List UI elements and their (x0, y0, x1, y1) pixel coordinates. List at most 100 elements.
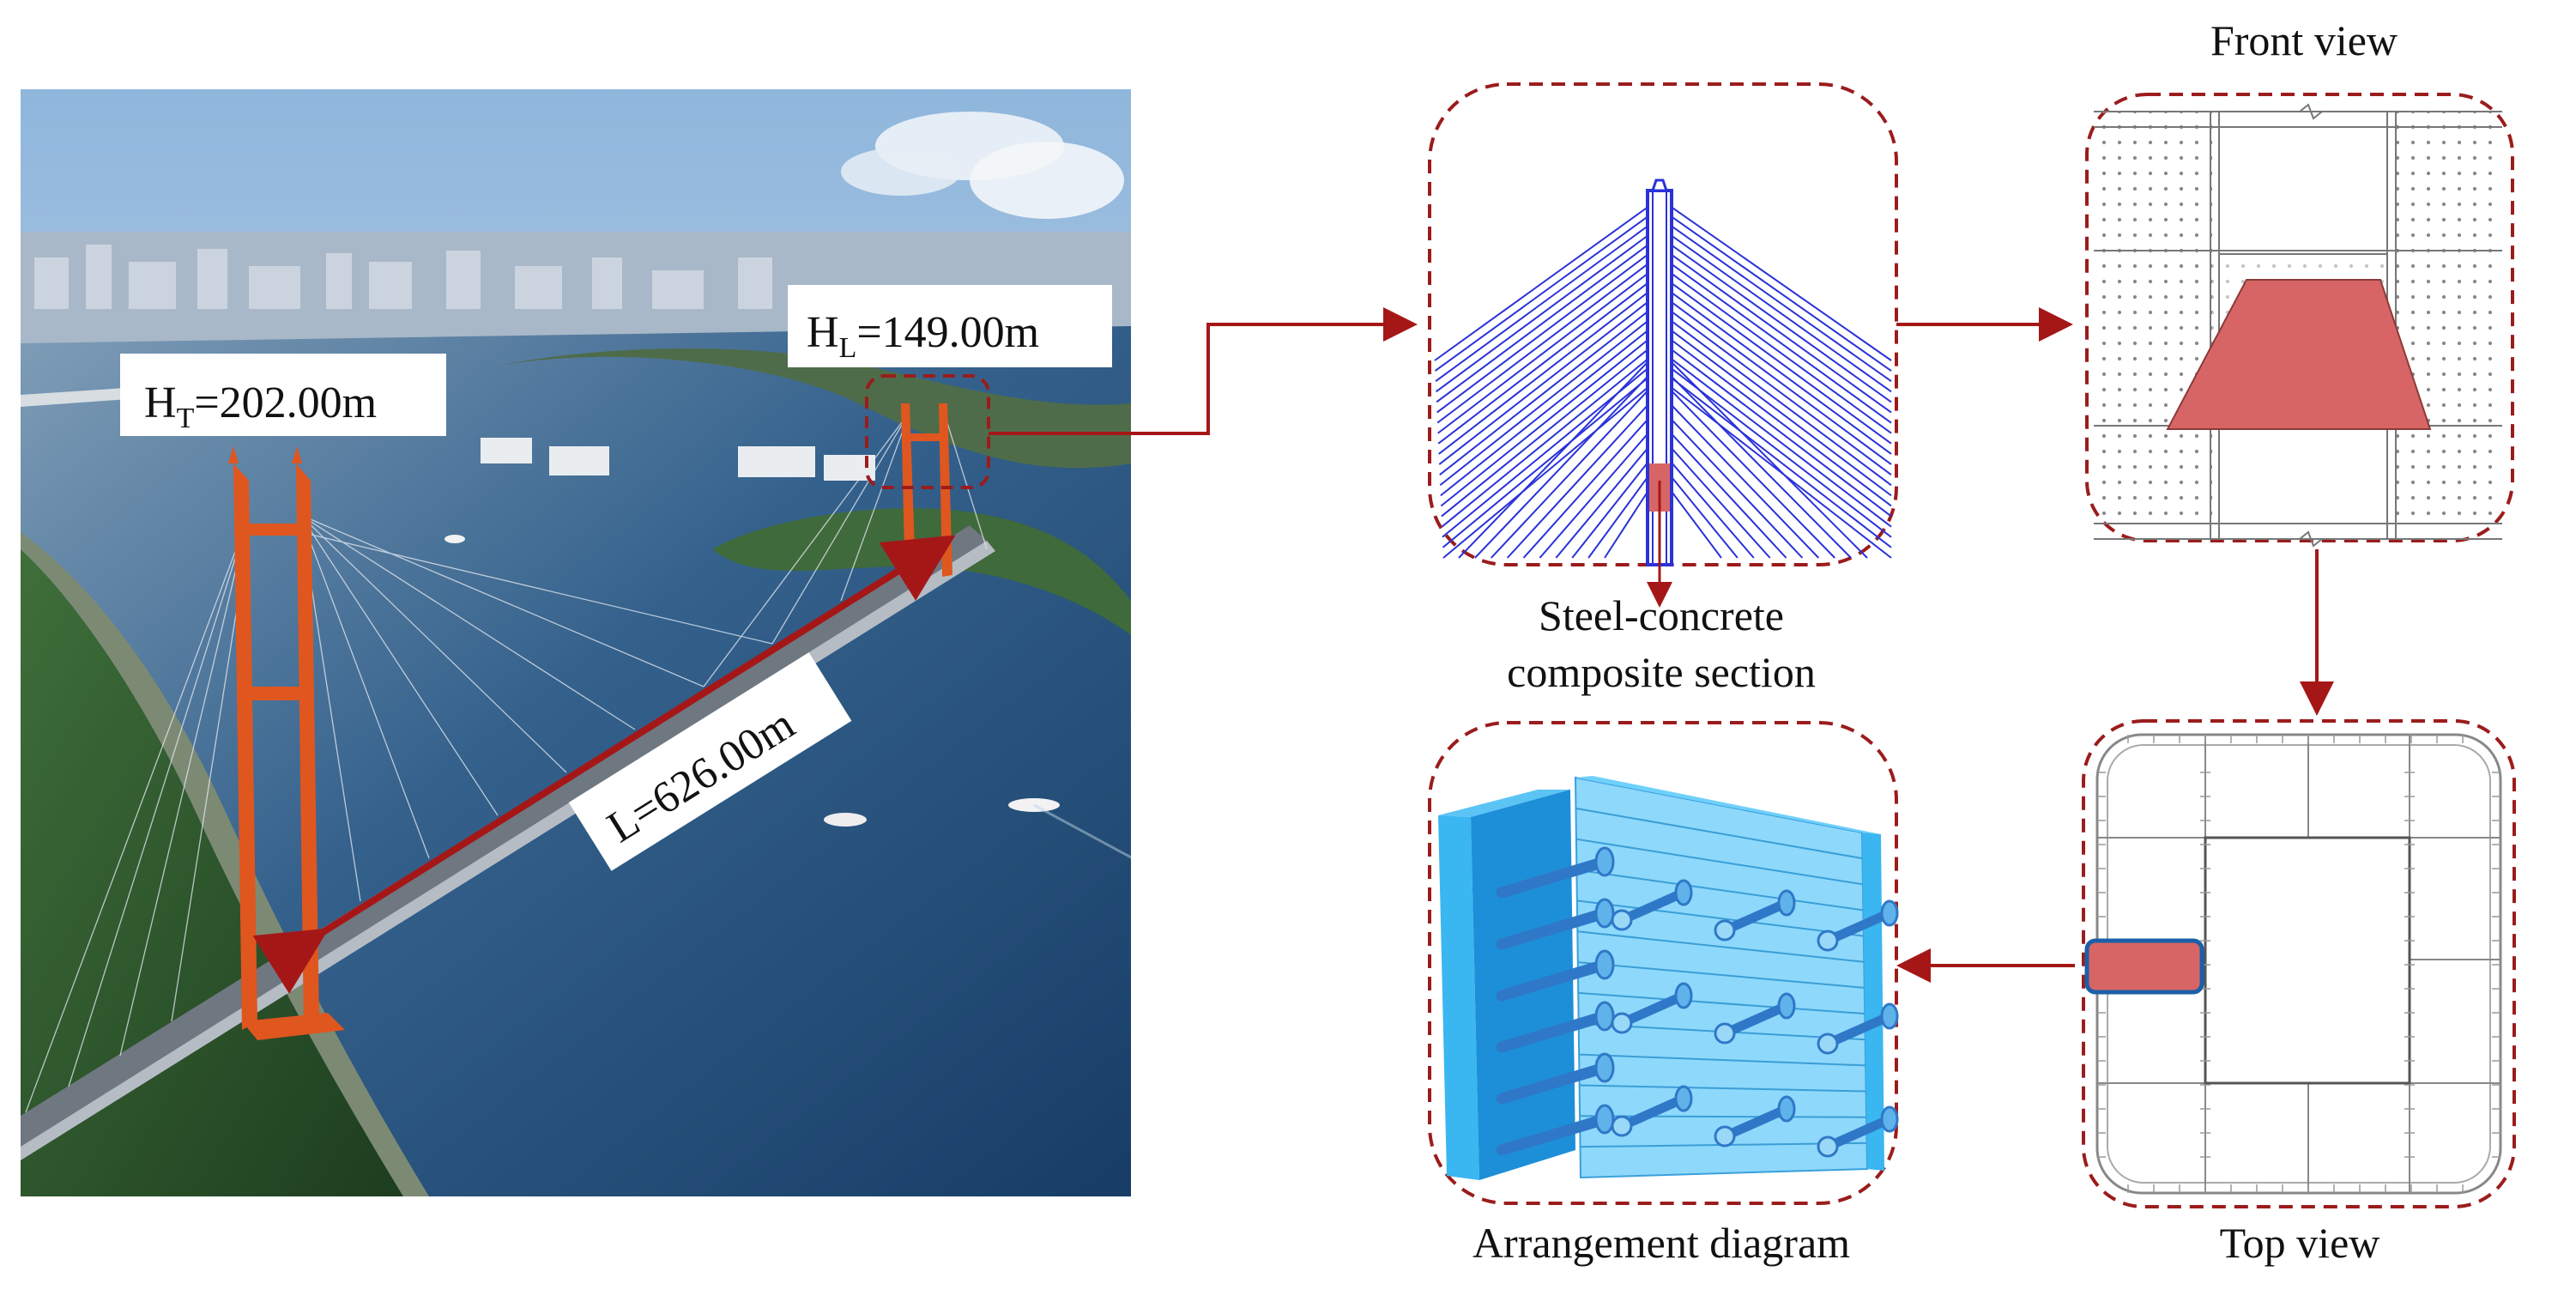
stud-head (1777, 992, 1796, 1020)
stud-head (1880, 1105, 1899, 1133)
stay-cable-left (1434, 205, 1650, 361)
stay-cable-right (1669, 388, 1835, 559)
section-panel (1428, 82, 1898, 608)
stud-head (1777, 1095, 1796, 1123)
shear-stud (1720, 1104, 1792, 1142)
stud-head (1817, 930, 1839, 952)
shear-stud (1823, 1114, 1895, 1152)
stay-cable-right (1669, 205, 1892, 361)
stay-cable-left (1458, 360, 1650, 559)
stay-cable-left (1604, 488, 1650, 559)
shear-stud (1720, 1001, 1792, 1039)
stay-cable-right (1669, 300, 1892, 465)
stay-cable-left (1437, 271, 1650, 434)
stud-head (1611, 909, 1633, 931)
stay-cable-right (1669, 403, 1820, 559)
label-subscript: L (839, 332, 857, 364)
stay-cable-left (1571, 460, 1650, 559)
shear-stud (1496, 907, 1611, 950)
stay-cable-right (1669, 347, 1892, 518)
arrangement-caption: Arrangement diagram (1472, 1219, 1850, 1267)
stay-cable-left (1587, 474, 1650, 559)
stay-cable-left (1435, 224, 1650, 383)
stay-cable-right (1669, 309, 1892, 475)
svg-text:HL=149.00m: HL=149.00m (807, 308, 1039, 364)
section-caption-line2: composite section (1507, 648, 1816, 696)
label-value: =149.00m (856, 308, 1039, 357)
stud-head (1594, 949, 1615, 980)
arrangement-panel (1428, 721, 1899, 1205)
stay-cable-left (1474, 373, 1650, 559)
top-view-highlight (2084, 938, 2204, 995)
stay-cable-left (1442, 376, 1650, 548)
shear-stud (1617, 990, 1689, 1028)
stud-head (1880, 899, 1899, 927)
stay-cable-left (1522, 416, 1650, 559)
stay-cable-right (1669, 357, 1892, 528)
stay-cable-right (1669, 262, 1892, 424)
stay-cable-right (1669, 373, 1852, 559)
shear-stud (1720, 898, 1792, 936)
stay-cable-left (1436, 252, 1650, 414)
stay-cable-right (1669, 243, 1892, 403)
stay-cable-left (1555, 445, 1650, 559)
stud-head (1714, 1022, 1736, 1045)
stay-cable-left (1440, 328, 1650, 497)
stay-cable-right (1669, 328, 1892, 497)
stud-head (1594, 898, 1615, 929)
stay-cable-right (1669, 416, 1804, 559)
stud-head (1674, 982, 1693, 1009)
stay-cable-left (1436, 262, 1650, 424)
label-prefix: H (144, 378, 177, 427)
stay-cable-right (1669, 337, 1892, 507)
shear-stud (1823, 908, 1895, 946)
stud-head (1594, 1001, 1615, 1032)
stay-cable-right (1669, 474, 1738, 559)
low-tower (901, 403, 952, 577)
tower-tall-height-label: HT=202.00m (120, 354, 446, 436)
shear-stud (1617, 1093, 1689, 1131)
stay-cable-left (1436, 243, 1650, 403)
stay-cable-left (1441, 357, 1650, 528)
shear-stud (1496, 856, 1611, 899)
stay-cable-right (1669, 290, 1892, 455)
front-view-highlight (2166, 279, 2432, 430)
stud-head (1674, 879, 1693, 906)
shear-stud (1496, 1062, 1611, 1105)
stud-head (1611, 1012, 1633, 1034)
shear-stud (1496, 959, 1611, 1002)
label-subscript: T (177, 403, 195, 434)
tower-low-height-label: HL=149.00m (788, 285, 1112, 367)
connector-photo-to-section (989, 307, 1418, 435)
stud-head (1674, 1085, 1693, 1112)
top-view-panel (2082, 719, 2516, 1208)
stay-cable-right (1669, 445, 1771, 559)
stay-cable-left (1435, 233, 1650, 393)
stay-cable-right (1669, 224, 1892, 383)
stud-head (1594, 1104, 1615, 1135)
shear-stud (1496, 1010, 1611, 1053)
stay-cable-right (1669, 431, 1787, 559)
stay-cable-right (1669, 281, 1892, 445)
stay-cable-left (1539, 431, 1650, 559)
stay-cable-right (1669, 318, 1892, 487)
stud-head (1880, 1002, 1899, 1030)
stay-cables (1434, 205, 1892, 559)
stay-cable-right (1669, 460, 1755, 559)
stud-head (1594, 846, 1615, 877)
section-caption-line1: Steel-concrete (1539, 591, 1784, 639)
stay-cable-right (1669, 252, 1892, 414)
back-plate (1438, 790, 1570, 817)
front-view-caption: Front view (2210, 16, 2398, 64)
low-tower-highlight-box (865, 374, 990, 489)
stay-cable-right (1669, 376, 1892, 548)
stay-cable-right (1669, 366, 1892, 538)
shear-stud (1617, 887, 1689, 925)
label-prefix: H (807, 308, 839, 357)
stud-head (1714, 919, 1736, 942)
shear-studs (1496, 846, 1899, 1158)
stay-cable-right (1669, 360, 1868, 559)
span-arrow (252, 535, 956, 994)
